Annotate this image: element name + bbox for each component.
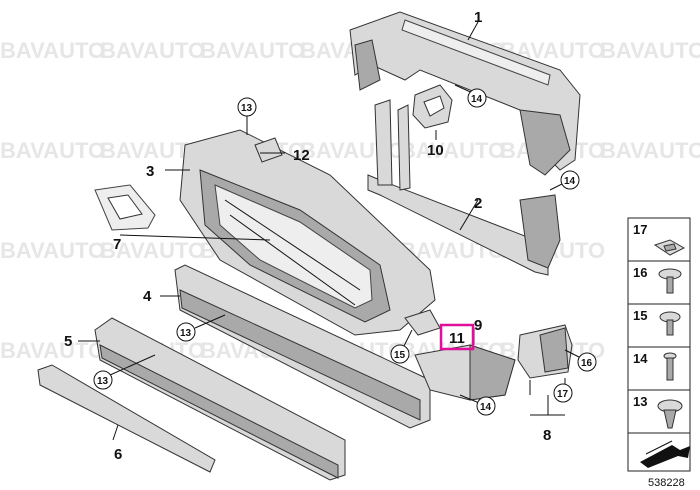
screw-icon (658, 268, 682, 294)
fastener-cell (627, 346, 691, 391)
svg-text:14: 14 (480, 402, 492, 413)
circle-callout-15: 15 (390, 344, 410, 364)
svg-text:13: 13 (180, 328, 192, 339)
watermark-text: BAVAUTO (0, 38, 105, 63)
callout-5: 5 (64, 333, 72, 350)
clip-nut-icon (653, 239, 686, 256)
fastener-panel: 17 16 15 14 13 (627, 217, 691, 472)
part-4-deflector (174, 264, 431, 429)
svg-text:17: 17 (557, 389, 569, 400)
watermark-text: BAVAUTO (0, 238, 105, 263)
part-7-gasket (94, 184, 156, 231)
fastener-label: 17 (633, 222, 647, 237)
watermark-text: BAVAUTO (100, 238, 205, 263)
part-2-front-frame (367, 99, 561, 276)
callout-6: 6 (114, 446, 122, 463)
svg-text:15: 15 (394, 350, 406, 361)
watermark-text: BAVAUTO (0, 138, 105, 163)
callout-10: 10 (427, 142, 444, 159)
push-rivet-icon (657, 399, 683, 429)
fastener-label: 13 (633, 394, 647, 409)
fastener-label: 15 (633, 308, 647, 323)
callout-1: 1 (474, 9, 482, 26)
part-12-clip (254, 137, 283, 163)
callout-7: 7 (113, 236, 121, 253)
watermark-text: BAVAUTO (600, 38, 700, 63)
callout-4: 4 (143, 288, 152, 305)
part-6-trim-strip (37, 364, 216, 473)
watermark-text: BAVAUTO (0, 338, 105, 363)
fastener-label: 14 (633, 351, 648, 366)
fastener-label: 16 (633, 265, 647, 280)
circle-callout-14: 14 (467, 88, 487, 108)
part-9-air-duct (414, 344, 516, 401)
callout-12: 12 (293, 147, 310, 164)
part-3-grille-support (179, 129, 436, 336)
svg-text:13: 13 (241, 103, 253, 114)
callout-2: 2 (474, 195, 482, 212)
watermark-text: BAVAUTO (200, 38, 305, 63)
watermark-text: BAVAUTO (600, 138, 700, 163)
circle-callout-13: 13 (176, 322, 196, 342)
fastener-cell (627, 389, 691, 434)
circle-callout-13: 13 (237, 97, 257, 117)
svg-text:13: 13 (97, 376, 109, 387)
circle-callout-16: 16 (577, 352, 597, 372)
callout-3: 3 (146, 163, 154, 180)
rivet-icon (663, 352, 677, 381)
svg-text:14: 14 (471, 94, 483, 105)
callout-11: 11 (449, 330, 465, 347)
part-8-air-duct (517, 324, 573, 379)
part-5-air-guide (94, 317, 346, 481)
svg-text:14: 14 (564, 176, 576, 187)
direction-arrow-icon (640, 440, 690, 468)
circle-callout-13: 13 (93, 370, 113, 390)
watermark-text: BAVAUTO (400, 138, 505, 163)
callout-8: 8 (543, 427, 551, 444)
circle-callout-14: 14 (476, 396, 496, 416)
highlight-box (439, 323, 475, 351)
watermark-text: BAVAUTO (100, 38, 205, 63)
screw-icon (659, 311, 681, 336)
part-1-upper-carrier (349, 11, 581, 176)
circle-callout-17: 17 (553, 383, 573, 403)
catalog-number: 538228 (648, 477, 685, 489)
svg-text:16: 16 (581, 358, 593, 369)
part-10-bracket (412, 84, 453, 129)
circle-callout-14: 14 (560, 170, 580, 190)
circle-callouts: 13 14 14 13 13 15 14 16 (93, 88, 597, 416)
callout-labels: 1 2 3 4 5 6 7 8 9 10 11 12 (64, 9, 551, 463)
callout-9: 9 (474, 317, 482, 334)
